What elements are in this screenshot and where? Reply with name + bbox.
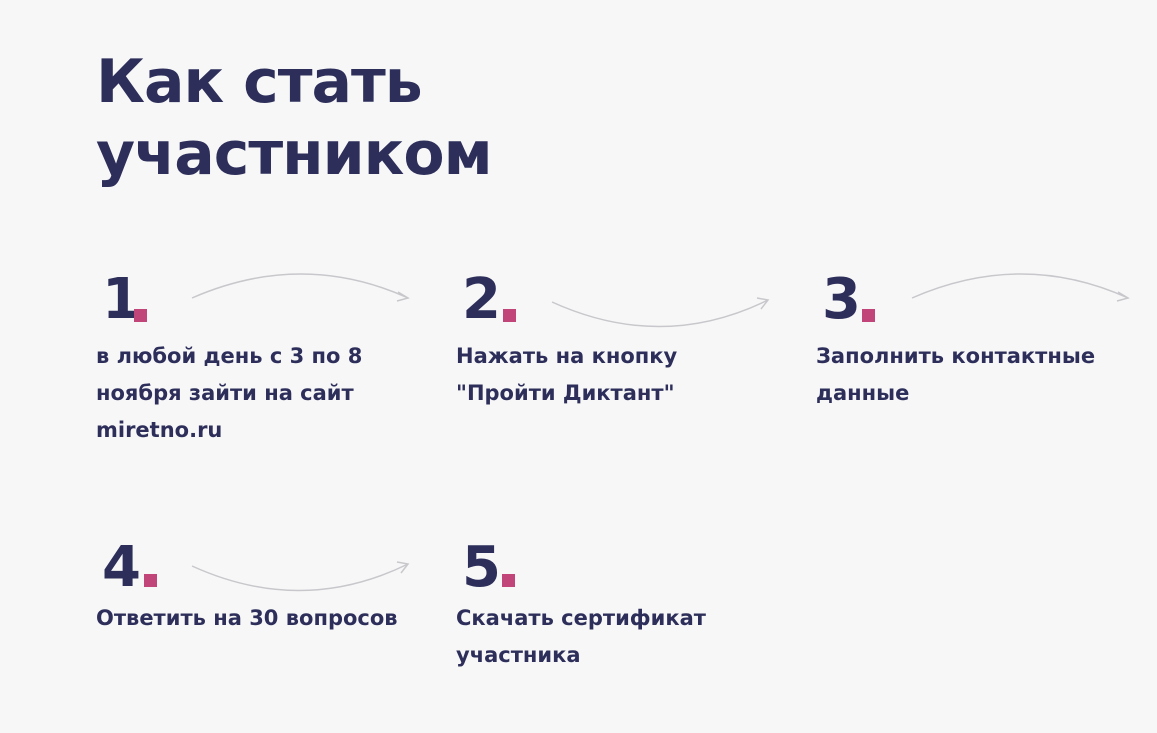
step-1-header: 1 [96, 268, 426, 338]
step-5-header: 5 [456, 536, 786, 606]
step-5-text: Скачать сертификат участника [456, 606, 706, 667]
curve-up-arrow-icon [911, 273, 1130, 302]
step-3-header: 3 [816, 268, 1146, 338]
step-2: 2 Нажать на кнопку "Пройти Диктант" [456, 268, 786, 412]
step-1-text: в любой день с 3 по 8 ноября зайти на са… [96, 344, 363, 442]
curve-up-arrow-icon [191, 273, 410, 302]
step-2-accent-dot [503, 309, 516, 322]
step-3-accent-dot [862, 309, 875, 322]
curve-down-arrow-icon [191, 561, 410, 592]
step-5-number: 5 [462, 535, 501, 600]
step-2-text: Нажать на кнопку "Пройти Диктант" [456, 344, 678, 405]
curve-down-arrow-icon [551, 297, 770, 328]
step-3-text: Заполнить контактные данные [816, 344, 1096, 405]
step-4-header: 4 [96, 536, 426, 606]
step-3: 3 Заполнить контактные данные [816, 268, 1146, 412]
step-2-number: 2 [462, 267, 501, 332]
step-2-header: 2 [456, 268, 786, 338]
step-3-number: 3 [822, 267, 861, 332]
step-1-number: 1 [102, 267, 141, 332]
step-5: 5 Скачать сертификат участника [456, 536, 786, 674]
step-4: 4 Ответить на 30 вопросов [96, 536, 426, 637]
step-4-text: Ответить на 30 вопросов [96, 606, 398, 630]
step-4-number: 4 [102, 535, 141, 600]
step-1-accent-dot [134, 309, 147, 322]
page-title: Как стать участником [96, 47, 493, 189]
step-5-accent-dot [502, 574, 515, 587]
step-1: 1 в любой день с 3 по 8 ноября зайти на … [96, 268, 426, 449]
step-4-accent-dot [144, 574, 157, 587]
